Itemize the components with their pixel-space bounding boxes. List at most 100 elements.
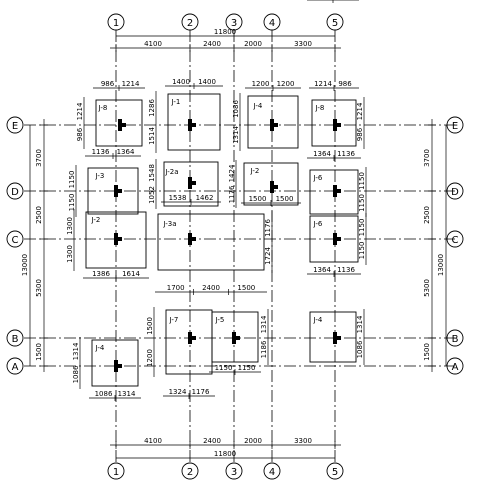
dim-text: 1086 [72, 365, 80, 383]
footing-outline [163, 161, 219, 207]
column-mark [118, 123, 126, 127]
bubble-label: E [12, 121, 18, 132]
dim-bottom-part-3: 2000 [244, 437, 262, 445]
footing-label: J-1 [171, 98, 181, 106]
bubble-top-3: 3 [225, 13, 243, 31]
dim-text: 1186 [260, 340, 268, 358]
dim-top-part-4: 3300 [294, 40, 312, 48]
dim-text: 1150 [215, 364, 233, 372]
footing-label: J-6 [313, 220, 323, 228]
dim-text: 1136 [337, 266, 355, 274]
footing-label: J-4 [95, 344, 105, 352]
bubble-label: 1 [113, 18, 119, 29]
dim-text: 1150 [358, 242, 366, 260]
footing-label: J-2 [250, 167, 260, 175]
footing-outline [211, 311, 259, 363]
bubble-bottom-4: 4 [263, 462, 281, 480]
dim-bottom-total: 11800 [214, 450, 236, 458]
bubble-left-D: D [6, 182, 24, 200]
dim-text: 1364 [313, 266, 331, 274]
column-mark [333, 123, 341, 127]
dim-text: 1400 [198, 78, 216, 86]
footing-j4c: J-41314108613141086 [307, 0, 365, 365]
bubble-bottom-3: 3 [225, 462, 243, 480]
bubble-label: 2 [187, 467, 193, 478]
bubble-right-A: A [446, 357, 464, 375]
footing-outline [91, 339, 139, 387]
footing-label: J-6 [313, 174, 323, 182]
bubble-top-1: 1 [107, 13, 125, 31]
footing-label: J-2a [164, 168, 178, 176]
footing-outline [309, 311, 357, 363]
dim-text: 986 [338, 80, 352, 88]
dim-text: 1364 [117, 148, 135, 156]
dim-text: 1176 [264, 219, 272, 237]
footing-outline [167, 93, 221, 151]
dim-text: 1086 [95, 390, 113, 398]
dim-text: 1150 [68, 194, 76, 212]
dim-text: 1136 [337, 150, 355, 158]
bubble-left-B: B [6, 329, 24, 347]
dim-text: 1314 [232, 126, 240, 144]
dim-text: 1150 [358, 194, 366, 212]
bubble-label: D [11, 187, 19, 198]
footing-label: J-8 [98, 104, 108, 112]
dim-text: 1548 [148, 164, 156, 182]
column-mark [114, 364, 122, 368]
dim-text: 1700 [167, 284, 185, 292]
dim-text: 1500 [146, 317, 154, 335]
bubble-label: 4 [269, 18, 275, 29]
dim-left-part-1: 3700 [35, 149, 43, 167]
dim-text: 1176 [228, 185, 236, 203]
dim-text: 1214 [356, 102, 364, 120]
bubble-top-2: 2 [181, 13, 199, 31]
dim-right-total: 13000 [437, 254, 445, 276]
bubble-bottom-5: 5 [326, 462, 344, 480]
dim-text: 1086 [356, 340, 364, 358]
dim-bottom-part-1: 4100 [144, 437, 162, 445]
column-mark [188, 237, 196, 241]
dim-text: 1286 [148, 99, 156, 117]
footing-outline [87, 167, 139, 215]
dim-left-part-3: 5300 [35, 279, 43, 297]
dim-text: 1400 [172, 78, 190, 86]
column-mark [333, 237, 341, 241]
footing-label: J-7 [169, 316, 179, 324]
bubble-label: 5 [332, 18, 338, 29]
bubble-label: 4 [269, 467, 275, 478]
dim-text: 1052 [148, 186, 156, 204]
dim-text: 1214 [76, 102, 84, 120]
dim-text: 1136 [92, 148, 110, 156]
dim-text: 1500 [237, 284, 255, 292]
column-mark [333, 189, 341, 193]
footing-label: J-3a [162, 220, 176, 228]
dim-text: 1724 [264, 247, 272, 265]
dim-text: 1364 [313, 150, 331, 158]
bubble-label: B [12, 334, 19, 345]
footing-label: J-2 [91, 216, 101, 224]
bubble-bottom-2: 2 [181, 462, 199, 480]
bubble-right-C: C [446, 230, 464, 248]
footing-outline [311, 99, 357, 147]
footing-outline [309, 215, 359, 263]
dim-text: 1614 [122, 270, 140, 278]
bubble-right-D: D [446, 182, 464, 200]
column-mark [188, 123, 196, 127]
dim-right-part-4: 1500 [423, 343, 431, 361]
dim-left-part-2: 2500 [35, 206, 43, 224]
axis-bubbles: 1 2 3 4 5 1 2 3 4 5 E D C B A E D C B A [6, 13, 464, 480]
overall-dimensions: 11800 4100 2400 2000 3300 4100 2400 2000… [21, 28, 447, 459]
dim-text: 986 [101, 80, 115, 88]
bubble-label: A [12, 362, 19, 373]
column-mark [114, 189, 122, 193]
